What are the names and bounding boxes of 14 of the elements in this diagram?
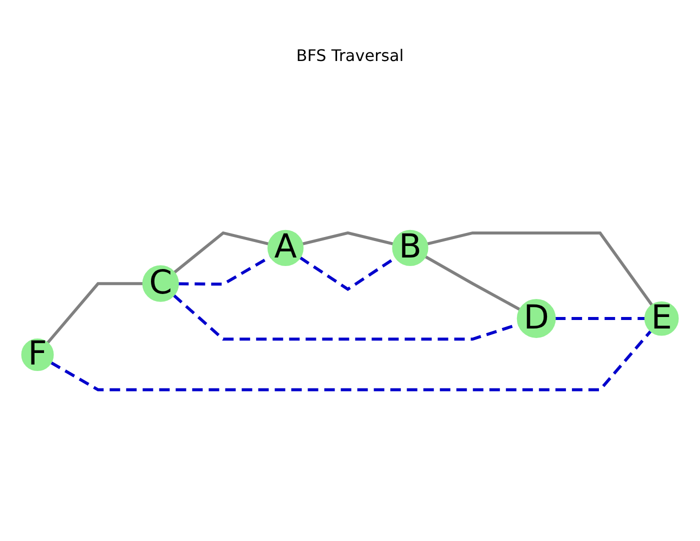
node-circle: C — [142, 265, 179, 302]
connector — [302, 231, 394, 246]
connector — [173, 231, 270, 274]
node-circle: E — [644, 301, 679, 336]
connector — [426, 231, 654, 306]
connector — [50, 330, 652, 392]
diagram-title: BFS Traversal — [296, 46, 404, 66]
node-circle: A — [267, 230, 304, 266]
node-circle: B — [392, 230, 428, 266]
connector — [424, 255, 521, 311]
node-circle: F — [21, 338, 54, 371]
node-circle: D — [516, 299, 556, 338]
connector — [46, 282, 144, 344]
connector — [555, 317, 646, 320]
